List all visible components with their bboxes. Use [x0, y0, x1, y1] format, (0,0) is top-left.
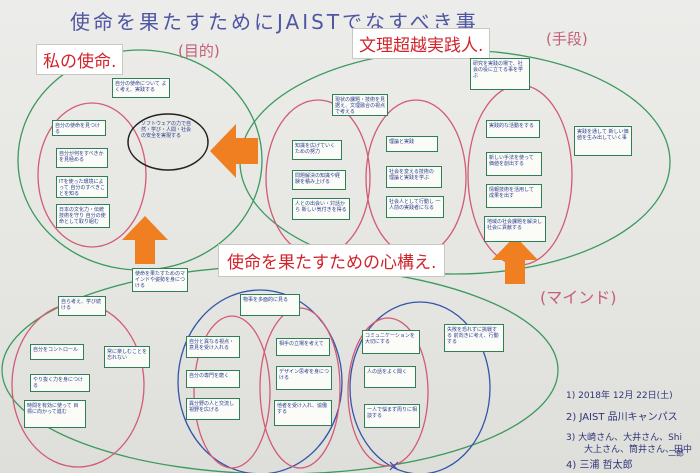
arrow-up-icon	[122, 216, 168, 264]
note-n30: 相手の立場を考えて	[276, 338, 330, 356]
note-n17: 情報技術を活用して 成果を出す	[486, 184, 542, 208]
sidenote-place: 2) JAIST 品川キャンパス	[566, 412, 678, 423]
note-n35: 一人で悩まず周りに相談する	[364, 404, 420, 428]
note-n36: 失敗を恐れずに挑戦する 前向きに考え、行動する	[444, 324, 504, 352]
sidenote-members-2: 大上さん、筒井さん、田中	[584, 445, 693, 455]
note-n32: 他者を受け入れ、協働する	[274, 400, 332, 426]
note-n26: 物事を多面的に見る	[240, 294, 300, 316]
note-n34: 人の話をよく聞く	[364, 366, 416, 388]
sidenote-extra: 二郎	[668, 449, 684, 458]
sidenote-author: 4) 三浦 哲太郎	[566, 460, 633, 471]
note-n7: 現状の課題・技術を見据え、文理融合の視点で考える	[332, 94, 388, 116]
purpose-tag: (目的)	[178, 42, 220, 60]
note-n22: 自分をコントロール	[30, 344, 84, 360]
note-n13: 社会人として行動し 一人前の実践者になる	[386, 196, 444, 218]
note-n14: 研究を実践の場で、社会の役に立てる事を学ぶ	[470, 58, 530, 90]
note-n8: 知識を広げていくための努力	[292, 140, 342, 160]
mindset-label: 使命を果たすための心構え.	[218, 244, 446, 277]
note-n20: 使命を果たすためのマインドや姿勢を身につける	[132, 268, 188, 292]
note-n31: デザイン思考を身につける	[276, 366, 332, 390]
mission-label: 私の使命.	[36, 44, 124, 75]
sidenote-members: 3) 大崎さん、大井さん、Shi	[566, 433, 683, 443]
note-n27: 自分と異なる視点・意見を受け入れる	[186, 336, 240, 358]
note-n16: 新しい手法を使って 価値を創出する	[486, 152, 542, 176]
note-n28: 自分の専門を磨く	[186, 370, 240, 388]
note-n9: 問題解決の知識や経験を積み上げる	[292, 170, 346, 190]
arrow-left-icon	[210, 124, 258, 178]
note-n29: 異分野の人と交流し 視野を広げる	[186, 398, 240, 420]
note-n33: コミュニケーションを大切にする	[362, 330, 420, 354]
note-n2: 自分の使命を見つける	[52, 120, 106, 136]
note-n12: 社会を変える技術の 理論と実践を学ぶ	[386, 166, 442, 188]
note-n1: 自分の使命について よく考え、実践する	[112, 78, 170, 98]
note-n5: 日本の文化力・伝統技術を守り 自分の使命として取り組む	[56, 204, 110, 228]
note-n6: ソフトウェアの力で自然・学び・人間・社会の安全を実現する	[141, 121, 192, 139]
note-n25: 常に楽しむことを忘れない	[104, 346, 150, 368]
note-n19: 実践を通して 新しい価値を生み出していく事	[574, 126, 632, 156]
sidenote-date: 1) 2018年 12月 22日(土)	[566, 391, 673, 401]
note-n3: 自分が何をすべきかを見極める	[56, 148, 108, 168]
note-n11: 理論と実践	[386, 136, 438, 152]
arrow-up-right-icon	[492, 236, 538, 284]
means-tag: (手段)	[546, 30, 588, 48]
note-n23: やり抜く力を身につける	[30, 374, 90, 392]
note-n15: 実践的な活動をする	[486, 120, 540, 138]
practitioner-label: 文理超越実践人.	[352, 28, 491, 59]
note-n18: 地域の社会課題を解決し 社会に貢献する	[484, 216, 546, 242]
note-n4: ITを使った環境によって 自分のすべきことを知る	[56, 176, 108, 198]
note-n21: 自ら考え、学び続ける	[58, 296, 106, 316]
note-n24: 時間を有効に使って 目標に向かって進む	[24, 400, 86, 428]
mind-tag: (マインド)	[540, 288, 617, 307]
note-n10: 人との出会い・対話から 新しい気付きを得る	[292, 198, 350, 220]
